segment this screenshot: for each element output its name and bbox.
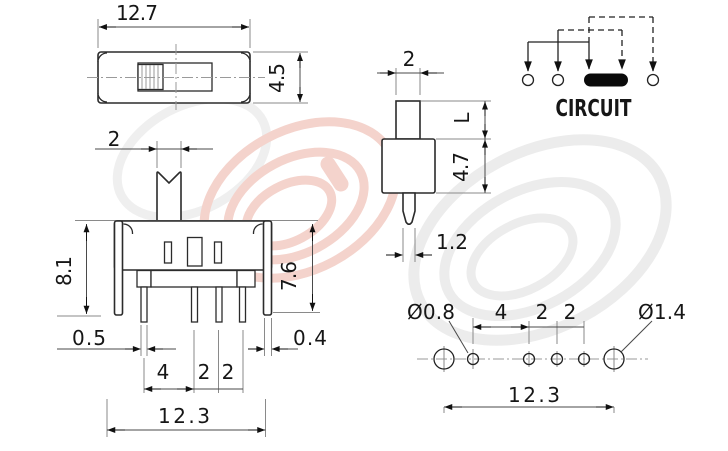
dim-side-body-height: 4.7 xyxy=(449,152,473,182)
dim-front-span: 12.3 xyxy=(158,404,210,428)
dim-front-knob-width: 2 xyxy=(108,127,121,151)
slot-left xyxy=(163,241,173,264)
dim-front-pitch-2: 2 xyxy=(198,360,211,384)
circuit-diagram: CIRCUIT xyxy=(521,16,660,122)
label-large-hole-dia: Ø1.4 xyxy=(638,300,686,324)
dim-pin-edge-offset: 0.5 xyxy=(72,326,106,350)
circuit-contact-bar xyxy=(584,73,628,87)
hole-small-3 xyxy=(550,352,564,366)
watermark-gray-swirl xyxy=(408,134,672,346)
dim-side-knob-width: 2 xyxy=(403,47,416,71)
dim-front-pitch-1: 4 xyxy=(157,360,170,384)
dim-top-width: 12.7 xyxy=(116,1,158,25)
terminal-pin-1 xyxy=(140,286,148,323)
dim-bracket-thickness: 0.4 xyxy=(293,326,327,350)
dim-front-pitch-3: 2 xyxy=(222,360,235,384)
mount-bracket-left xyxy=(113,220,124,316)
terminal-pin-4 xyxy=(238,286,247,323)
slot-center xyxy=(186,236,203,267)
dim-front-overall-height: 8.1 xyxy=(52,256,76,286)
terminal-pin-2 xyxy=(190,286,199,323)
dim-front-body-pin-height: 7.6 xyxy=(277,261,301,291)
hole-small-2 xyxy=(522,352,536,366)
top-view: 12.7 4.5 xyxy=(87,1,308,110)
side-view: 2 L 4.7 1.2 xyxy=(377,47,491,262)
dim-pcb-pitch-3: 2 xyxy=(564,300,577,324)
terminal-pin-3 xyxy=(215,286,223,323)
slot-right xyxy=(213,241,223,264)
actuator-knob xyxy=(156,171,182,222)
label-small-hole-dia: Ø0.8 xyxy=(407,300,455,324)
front-view: 2 8.1 7.6 xyxy=(52,127,327,437)
dim-pcb-pitch-1: 4 xyxy=(495,300,508,324)
side-knob xyxy=(395,100,421,140)
hole-small-1 xyxy=(466,352,480,366)
dim-side-pin-width: 1.2 xyxy=(436,230,468,254)
base-band xyxy=(150,269,238,288)
pcb-hole-layout: Ø0.8 Ø1.4 4 2 2 12.3 xyxy=(407,300,686,413)
circuit-label: CIRCUIT xyxy=(556,96,632,122)
dim-pcb-pitch-2: 2 xyxy=(536,300,549,324)
hole-small-4 xyxy=(577,352,591,366)
mount-bracket-right xyxy=(262,220,273,316)
circuit-terminal-2 xyxy=(551,73,565,87)
hole-large-left xyxy=(433,348,455,370)
side-body xyxy=(381,138,436,194)
hole-large-right xyxy=(603,348,625,370)
dim-pcb-span: 12.3 xyxy=(508,383,560,407)
base-foot-left xyxy=(136,269,152,288)
base-foot-right xyxy=(236,269,256,288)
side-pin xyxy=(402,192,416,226)
dim-top-height: 4.5 xyxy=(265,63,289,93)
circuit-terminal-4 xyxy=(646,73,660,87)
dim-side-knob-height: L xyxy=(450,112,474,124)
circuit-terminal-1 xyxy=(521,73,535,87)
